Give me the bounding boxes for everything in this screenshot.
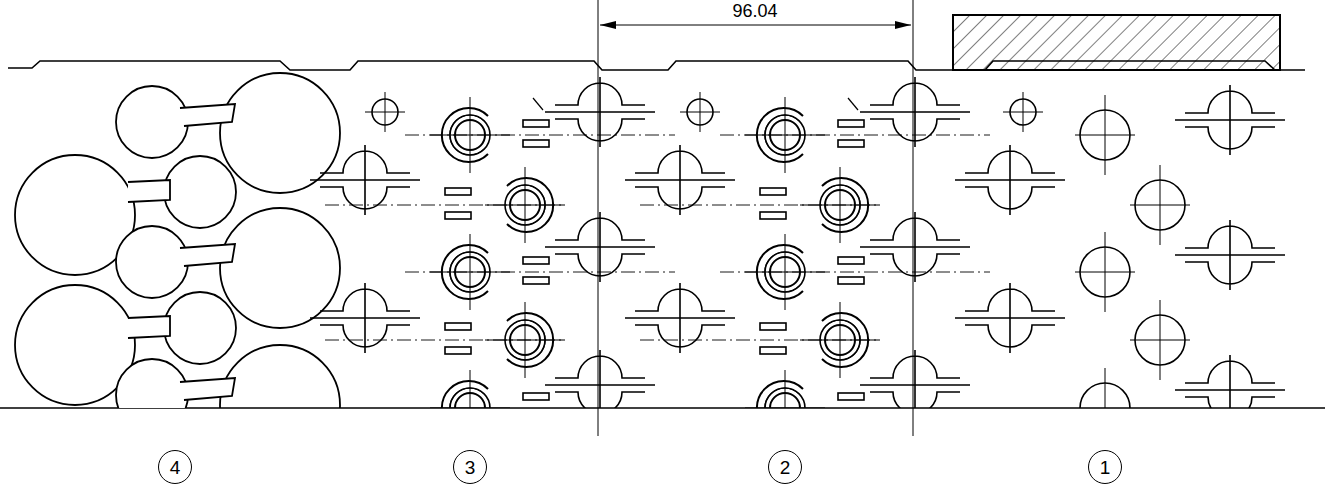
station-4 <box>15 73 340 408</box>
callout-circle: 1 <box>1088 450 1122 484</box>
dimension-text: 96.04 <box>729 2 780 22</box>
stations <box>15 73 1285 408</box>
callout-number: 4 <box>170 458 181 477</box>
callout-number: 2 <box>780 458 791 477</box>
dimension-line <box>600 25 911 26</box>
callout-number: 3 <box>465 458 476 477</box>
station-2 <box>625 77 990 408</box>
callout-circle: 4 <box>158 450 192 484</box>
strip-bottom-edge <box>0 407 1325 409</box>
callout-number: 1 <box>1100 458 1111 477</box>
dimension-arrow <box>600 21 911 29</box>
station-1 <box>955 85 1285 408</box>
station-3 <box>310 77 675 408</box>
callout-circle: 2 <box>768 450 802 484</box>
stopper-block <box>953 15 1280 70</box>
callout-circle: 3 <box>453 450 487 484</box>
